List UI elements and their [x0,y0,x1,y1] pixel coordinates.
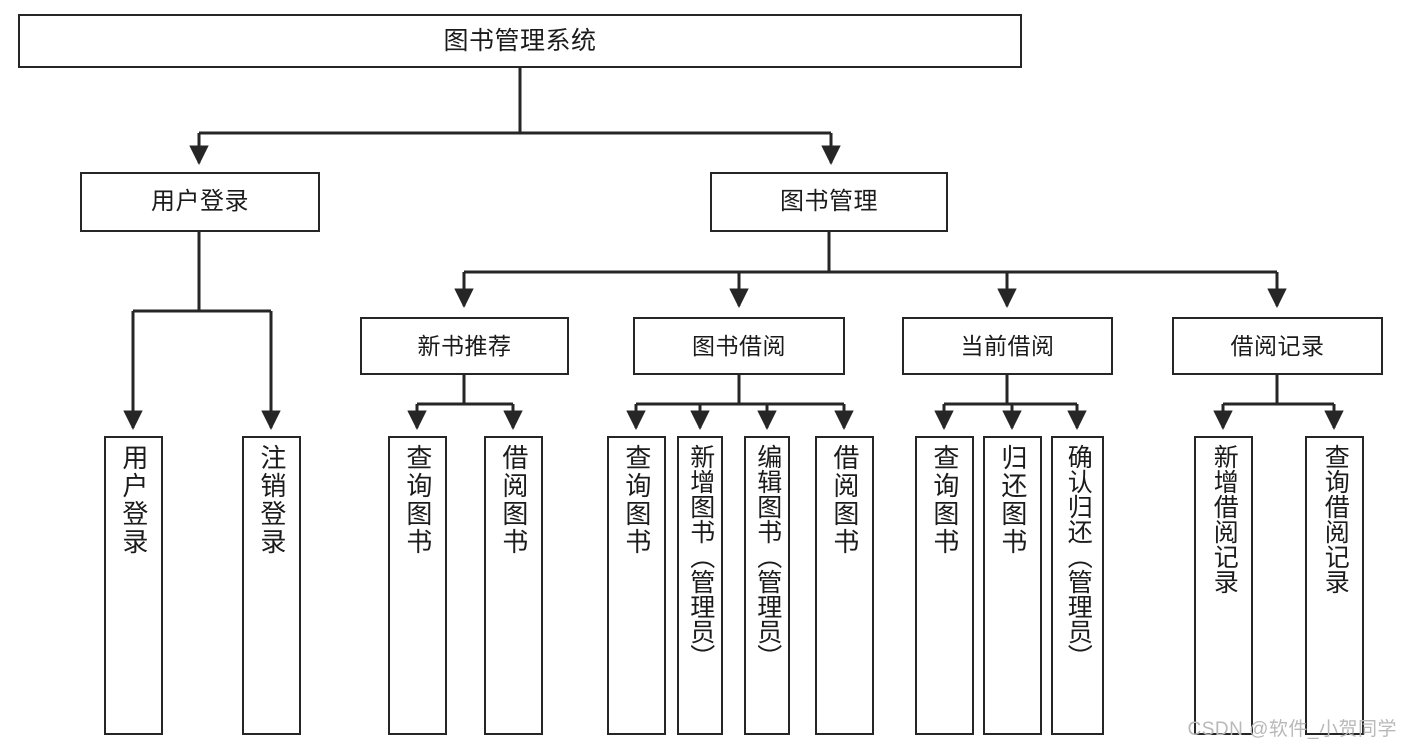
leaf-user-login[interactable]: 用户登录 [104,436,163,735]
leaf-return-book-label: 归还图书 [997,444,1028,556]
leaf-query-book-borrow[interactable]: 查询图书 [607,436,666,735]
node-borrow-record[interactable]: 借阅记录 [1172,317,1383,375]
leaf-edit-book-admin-label: 编辑图书（管理员） [753,444,782,669]
leaf-borrow-book-recommend[interactable]: 借阅图书 [484,436,543,735]
leaf-add-borrow-record[interactable]: 新增借阅记录 [1194,436,1253,735]
leaf-query-borrow-record-label: 查询借阅记录 [1321,444,1350,594]
leaf-logout-label: 注销登录 [256,444,287,556]
leaf-confirm-return-admin-label: 确认归还（管理员） [1064,444,1093,669]
node-root-label: 图书管理系统 [443,26,597,55]
leaf-query-book-borrow-label: 查询图书 [621,444,652,556]
leaf-query-book-current[interactable]: 查询图书 [915,436,974,735]
leaf-query-borrow-record[interactable]: 查询借阅记录 [1305,436,1364,735]
node-user-login[interactable]: 用户登录 [80,172,320,232]
node-new-book-recommend[interactable]: 新书推荐 [360,317,569,375]
leaf-edit-book-admin[interactable]: 编辑图书（管理员） [744,436,790,735]
leaf-borrow-book-recommend-label: 借阅图书 [498,444,529,556]
leaf-add-book-admin[interactable]: 新增图书（管理员） [677,436,723,735]
leaf-logout[interactable]: 注销登录 [242,436,301,735]
node-borrow-record-label: 借阅记录 [1230,332,1325,359]
node-current-borrow[interactable]: 当前借阅 [902,317,1113,375]
node-user-login-label: 用户登录 [151,188,249,215]
leaf-user-login-label: 用户登录 [118,444,149,556]
node-book-management-label: 图书管理 [780,188,878,215]
leaf-borrow-book-label: 借阅图书 [829,444,860,556]
node-book-borrow-label: 图书借阅 [692,332,786,359]
node-new-book-recommend-label: 新书推荐 [417,332,512,359]
node-book-management[interactable]: 图书管理 [710,172,948,232]
leaf-query-book-recommend-label: 查询图书 [402,444,433,556]
leaf-confirm-return-admin[interactable]: 确认归还（管理员） [1051,436,1104,735]
node-current-borrow-label: 当前借阅 [960,332,1055,359]
leaf-query-book-recommend[interactable]: 查询图书 [388,436,447,735]
leaf-add-borrow-record-label: 新增借阅记录 [1210,444,1239,594]
leaf-add-book-admin-label: 新增图书（管理员） [686,444,715,669]
leaf-borrow-book[interactable]: 借阅图书 [815,436,874,735]
leaf-query-book-current-label: 查询图书 [929,444,960,556]
watermark: CSDN @软件_小贺同学 [1187,719,1397,740]
node-root[interactable]: 图书管理系统 [18,14,1022,68]
node-book-borrow[interactable]: 图书借阅 [633,317,845,375]
leaf-return-book[interactable]: 归还图书 [983,436,1042,735]
